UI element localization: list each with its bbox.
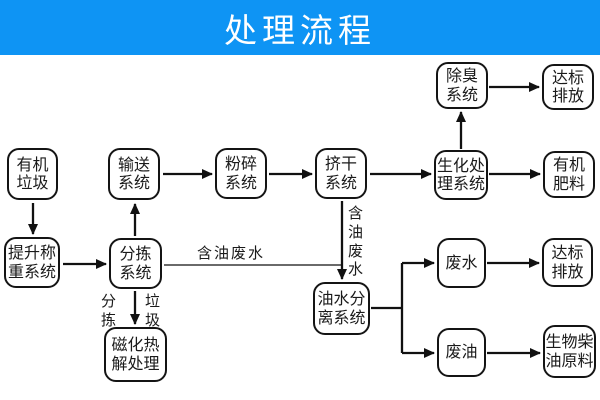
node-squeezing: 挤干 系统 — [315, 148, 367, 199]
label-waste: 垃圾 — [144, 292, 160, 329]
node-label: 油水分 — [317, 289, 366, 309]
node-label: 废水 — [445, 252, 478, 272]
node-label: 离系统 — [317, 307, 366, 327]
node-waste-oil: 废油 — [437, 328, 486, 377]
node-label: 达标 — [551, 243, 584, 263]
node-lifting-weighing: 提升称 重系统 — [4, 237, 60, 288]
node-discharge-top: 达标 排放 — [542, 64, 594, 110]
node-organic-waste: 有机 垃圾 — [7, 148, 58, 200]
node-label: 理系统 — [436, 174, 485, 193]
node-discharge-mid: 达标 排放 — [542, 238, 593, 287]
node-biochemical-treatment: 生化处 理系统 — [434, 150, 488, 200]
node-label: 系统 — [117, 173, 150, 192]
node-label: 有机 — [552, 155, 585, 175]
node-label: 系统 — [445, 84, 478, 104]
node-label: 肥料 — [552, 173, 585, 193]
node-label: 系统 — [119, 262, 152, 282]
node-deodorization: 除臭 系统 — [436, 62, 488, 109]
node-biodiesel-material: 生物柴 油原料 — [543, 325, 596, 378]
node-sorting: 分拣 系统 — [109, 238, 162, 289]
node-label: 系统 — [324, 172, 357, 192]
node-crushing: 粉碎 系统 — [215, 148, 267, 199]
node-label: 挤干 — [324, 154, 357, 174]
node-label: 垃圾 — [16, 173, 49, 192]
node-label: 解处理 — [111, 353, 160, 373]
node-organic-fertilizer: 有机 肥料 — [543, 151, 595, 198]
node-label: 达标 — [551, 67, 584, 87]
node-label: 磁化热 — [111, 335, 160, 355]
node-label: 提升称 — [7, 243, 56, 263]
node-conveying: 输送 系统 — [108, 148, 160, 200]
node-label: 输送 — [117, 154, 150, 174]
node-label: 生物柴 — [545, 332, 594, 352]
node-label: 有机 — [16, 154, 49, 174]
node-label: 油原料 — [545, 350, 594, 370]
label-oily-wastewater-vertical: 含油废水 — [347, 204, 363, 279]
node-oil-water-separation: 油水分 离系统 — [313, 282, 370, 335]
node-label: 分拣 — [119, 244, 152, 264]
page-title: 处理流程 — [224, 10, 376, 50]
label-oily-wastewater-horizontal: 含油废水 — [197, 244, 266, 262]
edge-oilwater-branch-stem — [371, 263, 404, 353]
node-label: 废油 — [445, 342, 478, 362]
node-label: 系统 — [224, 172, 257, 192]
node-label: 粉碎 — [224, 154, 257, 174]
node-wastewater: 废水 — [437, 238, 486, 288]
node-label: 生化处 — [436, 155, 485, 175]
label-sorted: 分拣 — [100, 292, 116, 329]
node-magnetization-pyrolysis: 磁化热 解处理 — [104, 327, 167, 382]
node-label: 除臭 — [445, 66, 478, 86]
title-banner: 处理流程 — [0, 0, 600, 55]
node-label: 重系统 — [7, 261, 56, 281]
node-label: 排放 — [551, 86, 584, 105]
node-label: 排放 — [551, 261, 584, 281]
